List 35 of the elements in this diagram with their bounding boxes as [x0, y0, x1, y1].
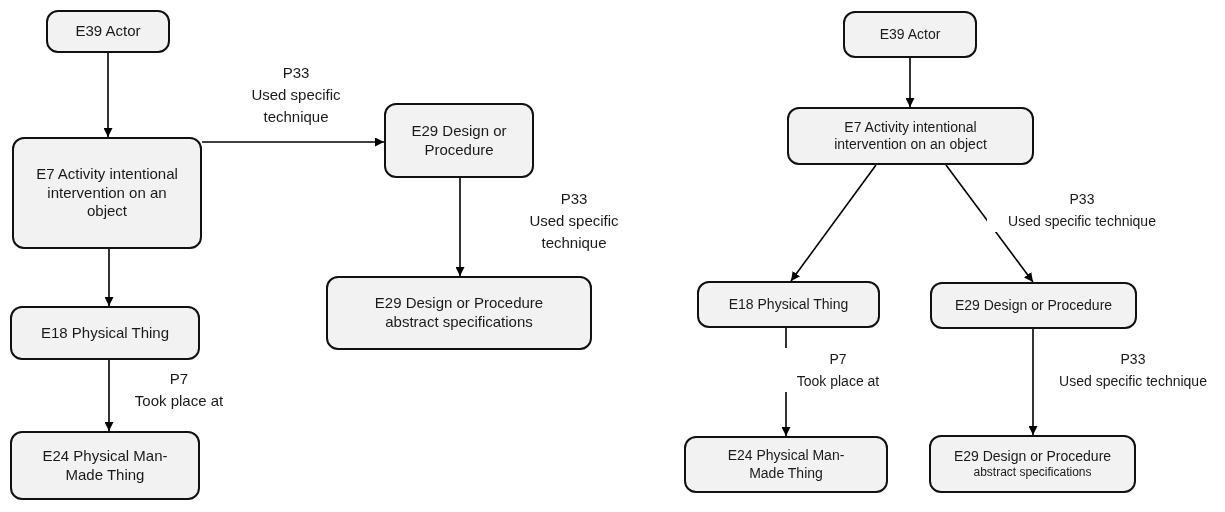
node-label: E7 Activity intentional intervention on an object	[833, 118, 988, 154]
process-box	[684, 436, 888, 493]
process-box	[787, 107, 1034, 165]
arrow	[945, 164, 1034, 283]
arrow	[103, 52, 113, 138]
arrow	[905, 57, 915, 108]
arrow	[1028, 328, 1038, 436]
arrow	[104, 248, 114, 307]
node-label: E18 Physical Thing	[728, 295, 849, 314]
arrow	[455, 177, 465, 277]
node-label: E29 Design or Procedure	[410, 121, 508, 160]
node-label: E29 Design or Procedure	[953, 447, 1112, 466]
node-label: E24 Physical Man-Made Thing	[41, 446, 169, 485]
node-label: E39 Actor	[879, 25, 941, 44]
process-box	[929, 435, 1136, 493]
node-label: E29 Design or Procedure	[374, 294, 544, 313]
node-label: E18 Physical Thing	[40, 323, 170, 343]
arrow	[790, 164, 877, 282]
process-box	[930, 282, 1137, 329]
process-box	[843, 11, 977, 58]
node-label: abstract specifications	[385, 313, 533, 332]
process-box	[697, 281, 880, 328]
process-box	[384, 103, 534, 178]
node-label: E39 Actor	[75, 22, 141, 41]
process-box	[12, 137, 202, 249]
process-box	[46, 10, 170, 53]
node-label: E24 Physical Man-Made Thing	[726, 447, 846, 482]
node-label: abstract specifications	[973, 465, 1092, 481]
process-box	[10, 306, 200, 360]
node-label: E29 Design or Procedure	[954, 296, 1113, 315]
arrow	[104, 359, 114, 432]
node-label: E7 Activity intentional intervention on an object	[35, 164, 179, 222]
process-box	[10, 431, 200, 500]
arrow	[201, 137, 385, 147]
process-box	[326, 276, 592, 350]
